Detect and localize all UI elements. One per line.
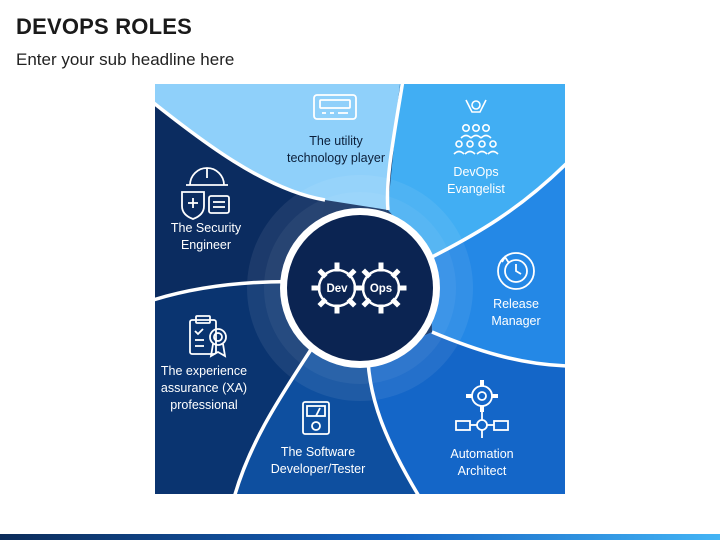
security-label-line2: Engineer: [181, 238, 231, 252]
segment-release: [430, 165, 565, 366]
automation-label-line1: Automation: [450, 447, 513, 461]
utility-label-line1: The utility: [309, 134, 363, 148]
utility-label-line2: technology player: [287, 151, 385, 165]
security-label-line1: The Security: [171, 221, 242, 235]
automation-label-line2: Architect: [458, 464, 507, 478]
release-label-line1: Release: [493, 297, 539, 311]
segment-security: [155, 105, 325, 300]
page-title: DEVOPS ROLES: [16, 14, 192, 39]
crowd-icon: [453, 99, 499, 155]
evangelist-label-line2: Evangelist: [447, 182, 505, 196]
page-subtitle: Enter your sub headline here: [16, 50, 235, 69]
developer-label-line2: Developer/Tester: [271, 462, 366, 476]
gear-network-icon: [455, 380, 509, 438]
xa-label-line1: The experience: [161, 364, 247, 378]
pager-icon: [313, 94, 357, 120]
xa-label-line2: assurance (XA): [161, 381, 247, 395]
hub-dev-label: Dev: [326, 283, 348, 295]
certificate-icon: [189, 315, 227, 358]
xa-label-line3: professional: [170, 398, 237, 412]
hub-ops-label: Ops: [370, 283, 392, 295]
segment-automation: [368, 332, 565, 494]
hardhat-shield-icon: [181, 167, 230, 220]
multimeter-icon: [302, 401, 330, 435]
segment-utility: [155, 84, 400, 210]
segment-developer: [236, 348, 418, 494]
release-label-line2: Manager: [491, 314, 540, 328]
evangelist-label-line1: DevOps: [453, 165, 498, 179]
developer-label-line1: The Software: [281, 445, 355, 459]
ops-gear-icon: [355, 262, 407, 314]
segment-xa: [155, 281, 312, 494]
footer-accent-bar: [0, 534, 720, 540]
cycle-icon: [497, 252, 535, 290]
segment-evangelist: [388, 84, 565, 258]
